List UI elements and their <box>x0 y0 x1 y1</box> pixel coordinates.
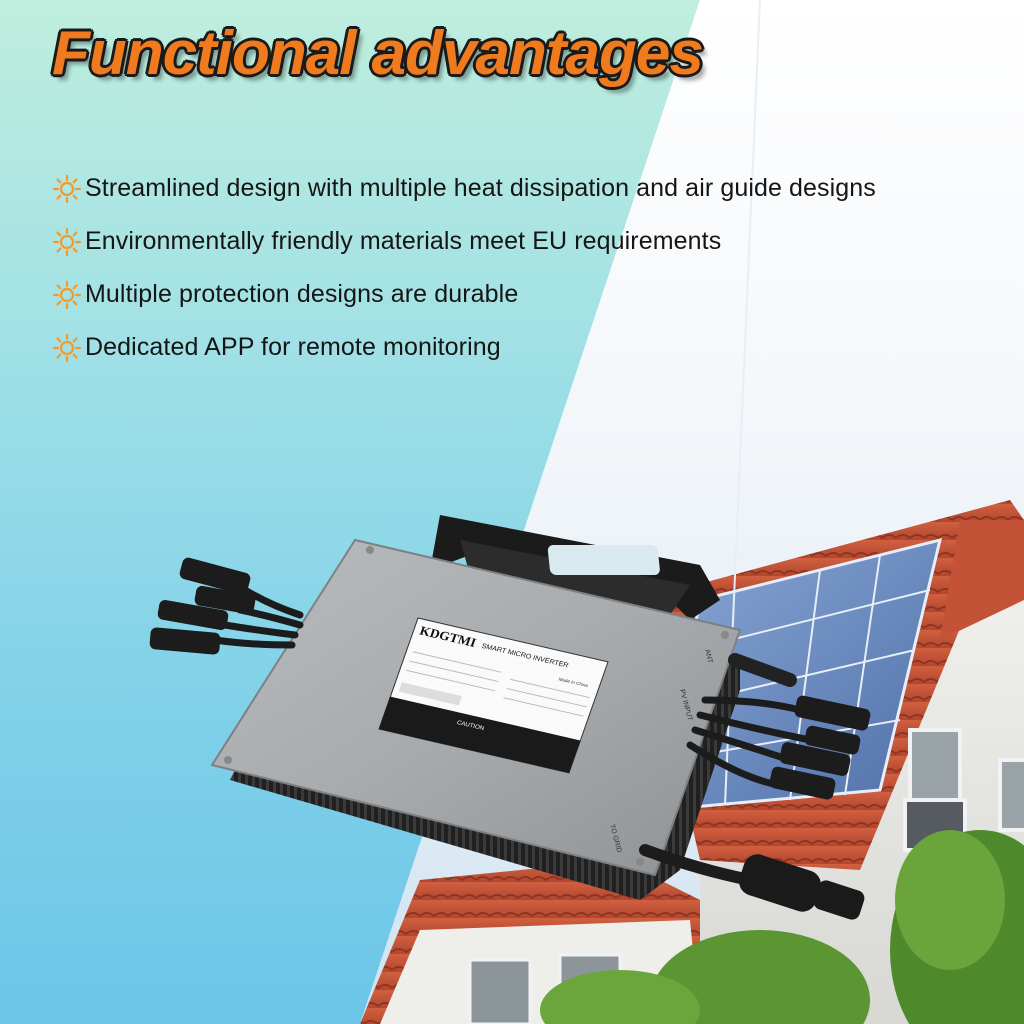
sun-icon <box>52 280 82 309</box>
ant-port-label: ANT <box>703 649 714 665</box>
page-title: Functional advantages <box>52 19 704 88</box>
feature-text: Multiple protection designs are durable <box>85 280 519 308</box>
mc4-connector-right <box>769 695 871 800</box>
product-label: KDGTMI SMART MICRO INVERTER Made In Chin… <box>378 617 609 774</box>
micro-inverter: KDGTMI SMART MICRO INVERTER Made In Chin… <box>149 515 871 920</box>
sun-icon <box>52 174 82 203</box>
sun-icon <box>52 227 82 256</box>
made-in-text: Made In China <box>558 677 589 688</box>
ac-grid-connector <box>739 854 865 920</box>
feature-item: Environmentally friendly materials meet … <box>52 215 992 268</box>
sun-icon <box>52 333 82 362</box>
feature-item: Multiple protection designs are durable <box>52 268 992 321</box>
window <box>908 728 962 802</box>
feature-item: Dedicated APP for remote monitoring <box>52 321 992 374</box>
feature-text: Dedicated APP for remote monitoring <box>85 333 501 361</box>
grid-cable <box>639 844 756 886</box>
caution-text: CAUTION <box>456 720 485 732</box>
feature-item: Streamlined design with multiple heat di… <box>52 162 992 215</box>
antenna-connector <box>728 653 797 687</box>
feature-text: Environmentally friendly materials meet … <box>85 227 722 255</box>
house <box>360 0 1024 1024</box>
feature-list: Streamlined design with multiple heat di… <box>52 162 992 374</box>
mc4-connector-left <box>149 557 256 655</box>
feature-text: Streamlined design with multiple heat di… <box>85 174 876 202</box>
